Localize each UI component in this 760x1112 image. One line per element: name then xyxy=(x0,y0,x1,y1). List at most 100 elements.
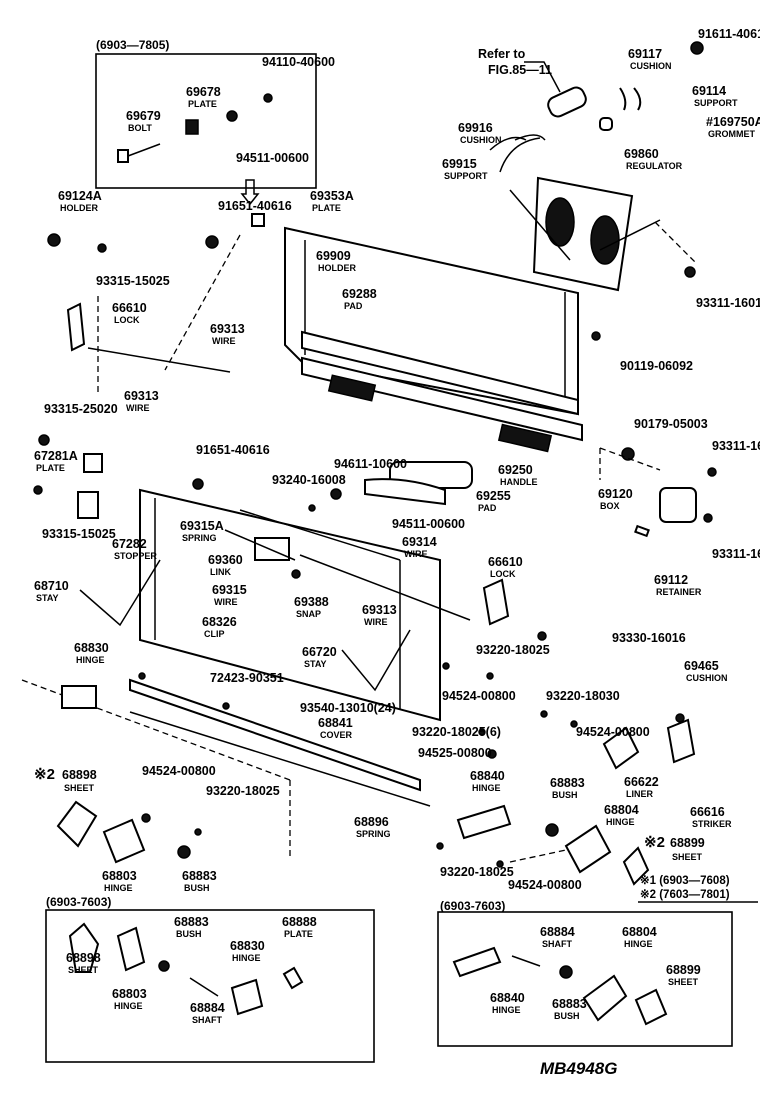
part-name: SHAFT xyxy=(542,939,572,949)
part-number: 94524-00800 xyxy=(442,689,516,703)
part-number: 94524-00800 xyxy=(576,725,650,739)
part-callout: 93311-16010 xyxy=(712,439,760,453)
part-callout: 91651-40616 xyxy=(196,443,270,457)
part-name: CUSHION xyxy=(460,135,502,145)
part-number: 66720 xyxy=(302,645,337,659)
part-number: 93315-25020 xyxy=(44,402,118,416)
part-name: WIRE xyxy=(404,549,428,559)
part-name: PAD xyxy=(344,301,363,311)
part-number: 69255 xyxy=(476,489,511,503)
part-number: 90119-06092 xyxy=(620,359,693,373)
part-number: 69915 xyxy=(442,157,477,171)
part-name: LOCK xyxy=(114,315,140,325)
motor-reference xyxy=(524,61,587,118)
part-number: 69315 xyxy=(212,583,247,597)
part-callout: Refer to xyxy=(478,47,526,61)
part-callout: 90179-05003 xyxy=(634,417,708,431)
part-callout: 94524-00800 xyxy=(508,878,582,892)
part-name: LINER xyxy=(626,789,654,799)
part-callout: 94110-40600 xyxy=(262,55,335,69)
part-name: SHAFT xyxy=(192,1015,222,1025)
part-number: 93240-16008 xyxy=(272,473,346,487)
part-number: 93220-18025 xyxy=(206,784,280,798)
part-number: 69678 xyxy=(186,85,221,99)
part-name: BOX xyxy=(600,501,620,511)
special-callout-left: ※2 68898 SHEET xyxy=(34,766,97,793)
part-callout: 93220-18025 xyxy=(206,784,280,798)
part-callout: 93315-15025 xyxy=(42,527,116,541)
part-number: 93311-16030 xyxy=(712,547,760,561)
part-name: LINK xyxy=(210,567,231,577)
regulator xyxy=(509,176,696,292)
right-inset-parts xyxy=(452,946,668,1026)
part-callout: 91651-40616 xyxy=(218,199,292,213)
part-number: 68898 xyxy=(66,951,101,965)
part-name: PLATE xyxy=(312,203,341,213)
part-name: SPRING xyxy=(356,829,391,839)
right-inset-box xyxy=(437,911,733,1047)
part-name: BUSH xyxy=(552,790,578,800)
part-number: 69679 xyxy=(126,109,161,123)
tailgate-panel xyxy=(139,488,441,722)
part-callout: 93315-25020 xyxy=(44,402,118,416)
link-mechanism xyxy=(224,529,471,621)
part-number: 69909 xyxy=(316,249,351,263)
part-name: SUPPORT xyxy=(694,98,738,108)
part-number: 94511-00600 xyxy=(236,151,309,165)
part-callout: 94511-00600 xyxy=(236,151,309,165)
part-number: 93330-16016 xyxy=(612,631,686,645)
part-number: 93311-16010 xyxy=(696,296,760,310)
part-name: CUSHION xyxy=(686,673,728,683)
note-1: ※1 (6903—7608) xyxy=(640,874,730,887)
part-name: SHEET xyxy=(668,977,699,987)
part-number: 68803 xyxy=(112,987,147,1001)
special-part-number: 68898 xyxy=(62,768,97,782)
part-callout: 94524-00800 xyxy=(576,725,650,739)
part-number: 66610 xyxy=(488,555,523,569)
note-2: ※2 (7603—7801) xyxy=(640,888,730,901)
part-name: HINGE xyxy=(114,1001,143,1011)
part-number: 93540-13010(24) xyxy=(300,701,396,715)
part-callout: 93311-16030 xyxy=(712,547,760,561)
part-name: PLATE xyxy=(36,463,65,473)
part-callout: 91611-40616 xyxy=(698,27,760,41)
part-callout: 93220-18025 xyxy=(440,865,514,879)
top-inset-box xyxy=(95,53,317,189)
part-number: 69288 xyxy=(342,287,377,301)
part-name: BUSH xyxy=(176,929,202,939)
part-callout: 93540-13010(24) xyxy=(300,701,396,715)
part-name: STAY xyxy=(304,659,327,669)
part-name: STRIKER xyxy=(692,819,732,829)
part-name: SNAP xyxy=(296,609,321,619)
part-number: 68830 xyxy=(230,939,265,953)
locks xyxy=(66,302,510,626)
part-number: 69313 xyxy=(210,322,245,336)
part-callout: 93330-16016 xyxy=(612,631,686,645)
part-name: HINGE xyxy=(472,783,501,793)
diagram-code: MB4948G xyxy=(540,1059,617,1078)
top-inset-label: (6903—7805) xyxy=(96,38,169,52)
part-number: 69313 xyxy=(362,603,397,617)
cushion-support-group xyxy=(489,41,704,173)
part-number: 90179-05003 xyxy=(634,417,708,431)
part-callout: 94611-10600 xyxy=(334,457,407,471)
part-name: BOLT xyxy=(128,123,152,133)
